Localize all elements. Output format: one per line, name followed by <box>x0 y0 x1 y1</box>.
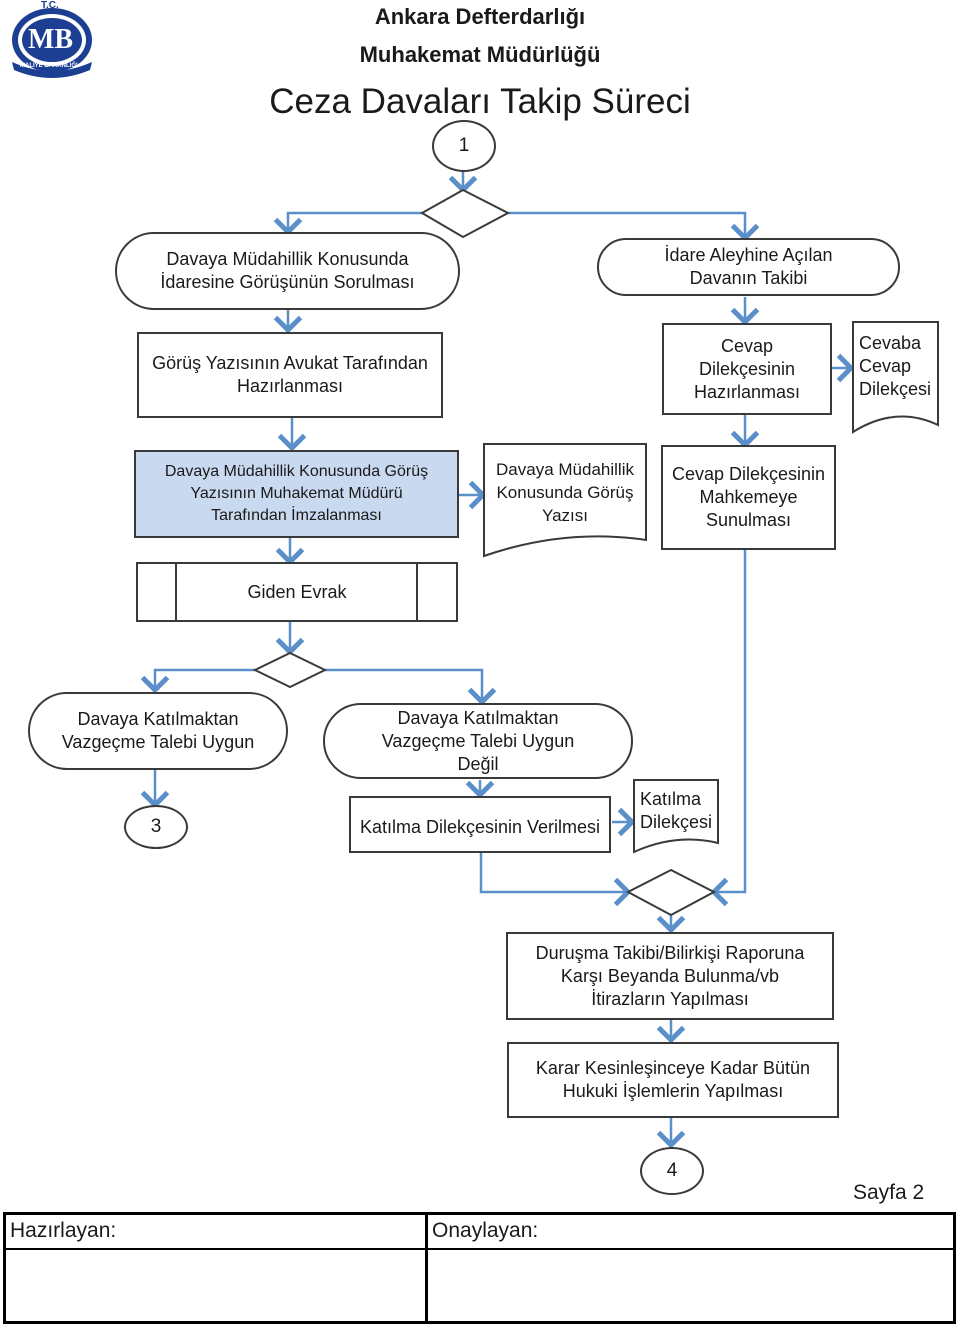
ministry-logo: T.C. MB MALİYE BAKANLIĞI <box>6 0 98 78</box>
doc-gorus-yazisi: Davaya Müdahillik Konusunda Görüş Yazısı <box>496 460 634 525</box>
logo-graphic <box>12 8 92 78</box>
node-label: Davaya Müdahillik Konusunda Görüş Yazısı… <box>164 463 429 524</box>
node-label: Giden Evrak <box>247 581 347 602</box>
signature-table-divider-v <box>425 1212 428 1324</box>
giden-evrak-right-bar <box>416 562 418 622</box>
node-label: İdare Aleyhine Açılan Davanın Takibi <box>664 245 833 288</box>
node-label: Cevap Dilekçesinin Mahkemeye Sunulması <box>671 464 826 530</box>
connector-1: 1 <box>432 120 496 172</box>
page-number: Sayfa 2 <box>853 1181 925 1204</box>
doc-katilma: Katılma Dilekçesi <box>640 789 713 832</box>
node-label: Davaya Katılmaktan Vazgeçme Talebi Uygun <box>61 709 255 752</box>
node-giden-evrak: Giden Evrak <box>136 562 458 622</box>
node-label: Davaya Müdahillik Konusunda İdaresine Gö… <box>160 249 415 292</box>
connector-4: 4 <box>640 1147 704 1195</box>
node-vazgecme-uygun-degil: Davaya Katılmaktan Vazgeçme Talebi Uygun… <box>323 703 633 779</box>
node-cevap-sunulmasi: Cevap Dilekçesinin Mahkemeye Sunulması <box>661 445 836 550</box>
node-vazgecme-uygun: Davaya Katılmaktan Vazgeçme Talebi Uygun <box>28 692 288 770</box>
signature-table-divider-h <box>3 1248 956 1250</box>
node-aleyhine-takibi: İdare Aleyhine Açılan Davanın Takibi <box>597 238 900 296</box>
node-label: Karar Kesinleşinceye Kadar Bütün Hukuki … <box>535 1058 811 1101</box>
prepared-by-label: Hazırlayan: <box>10 1219 117 1242</box>
node-label: Duruşma Takibi/Bilirkişi Raporuna Karşı … <box>535 942 805 1009</box>
node-mudahillik-sorulmasi: Davaya Müdahillik Konusunda İdaresine Gö… <box>115 232 460 310</box>
approved-by-label: Onaylayan: <box>432 1219 539 1242</box>
header-line2: Muhakemat Müdürlüğü <box>359 42 601 67</box>
node-karar-kesinlesince: Karar Kesinleşinceye Kadar Bütün Hukuki … <box>507 1042 839 1118</box>
logo-letters: MB <box>28 24 74 55</box>
node-label: Davaya Katılmaktan Vazgeçme Talebi Uygun… <box>381 707 575 774</box>
connector-3: 3 <box>124 805 188 849</box>
node-label: Görüş Yazısının Avukat Tarafından Hazırl… <box>152 353 428 396</box>
node-label: Katılma Dilekçesinin Verilmesi <box>359 817 601 837</box>
doc-cevaba-cevap: Cevaba Cevap Dilekçesi <box>859 333 932 399</box>
logo-top-text: T.C. <box>41 0 59 11</box>
header-line1: Ankara Defterdarlığı <box>374 4 586 29</box>
node-avukat-hazirlama: Görüş Yazısının Avukat Tarafından Hazırl… <box>137 332 443 418</box>
connector-3-label: 3 <box>150 816 162 837</box>
node-label: Cevap Dilekçesinin Hazırlanması <box>693 335 801 402</box>
node-cevap-hazirlanmasi: Cevap Dilekçesinin Hazırlanması <box>662 323 832 415</box>
page-title: Ceza Davaları Takip Süreci <box>269 82 691 121</box>
node-durusma-takibi: Duruşma Takibi/Bilirkişi Raporuna Karşı … <box>506 932 834 1020</box>
node-katilma-verilmesi: Katılma Dilekçesinin Verilmesi <box>349 796 611 853</box>
connector-1-label: 1 <box>458 135 470 156</box>
giden-evrak-left-bar <box>175 562 177 622</box>
signature-table <box>3 1212 956 1324</box>
node-imzalanmasi: Davaya Müdahillik Konusunda Görüş Yazısı… <box>134 450 459 538</box>
logo-ribbon: MALİYE BAKANLIĞI <box>20 63 78 69</box>
connector-4-label: 4 <box>666 1160 678 1181</box>
